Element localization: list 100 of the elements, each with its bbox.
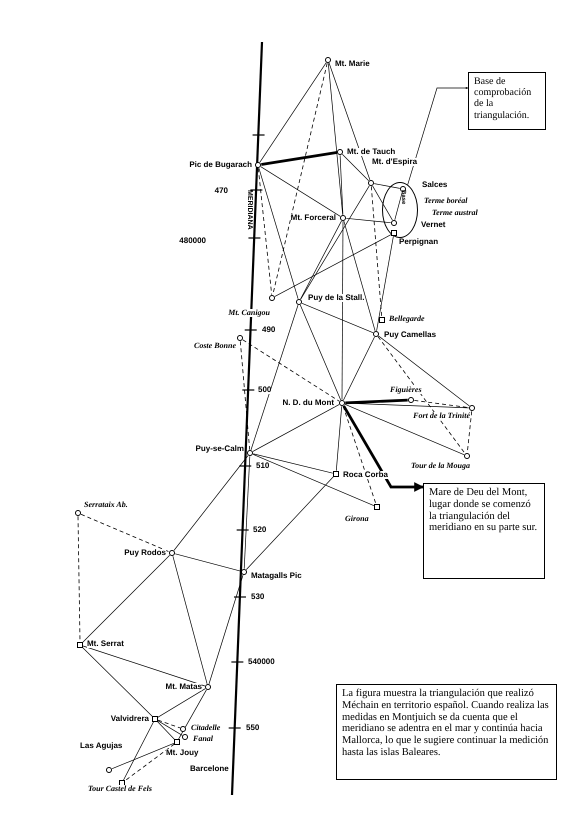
station-marker (368, 180, 374, 186)
station-marker (469, 405, 475, 411)
arrow (342, 405, 424, 492)
triangulation-line (178, 690, 207, 740)
triangulation-line (250, 304, 298, 450)
station-marker (205, 684, 211, 690)
station-marker (391, 230, 397, 236)
triangulation-line (123, 722, 154, 780)
station-label: Coste Bonne (194, 342, 236, 350)
triangulation-line (244, 456, 250, 570)
station-label: Mt. Marie (335, 60, 370, 68)
station-label: Pic de Bugarach (189, 161, 252, 169)
triangulation-line (258, 168, 272, 296)
station-label: Matagalls Pic (251, 572, 302, 580)
arrow (407, 86, 468, 186)
triangulation-line (342, 154, 370, 182)
scale-label: 470 (214, 187, 228, 195)
triangulation-line (300, 304, 342, 400)
station-marker (339, 400, 345, 406)
station-label: Girona (345, 515, 369, 523)
scale-label: 480000 (179, 237, 206, 245)
triangulation-line (124, 744, 175, 782)
station-label: Mt. Serrat (87, 640, 124, 648)
triangulation-line (172, 556, 208, 684)
station-marker (247, 450, 253, 456)
station-label: Mt. Matas (166, 683, 202, 691)
station-marker (333, 471, 339, 477)
station-label: Fanal (193, 735, 214, 743)
station-label: Bellegarde (389, 315, 425, 323)
station-label: Fort de la Trinité (413, 412, 470, 420)
station-label: Tour de la Mouga (410, 462, 470, 470)
station-marker (75, 510, 81, 516)
station-label: Puy de la Stall. (308, 294, 364, 302)
station-marker (337, 149, 343, 155)
station-label: Las Agujas (80, 742, 122, 750)
station-marker (269, 295, 275, 301)
triangulation-line (340, 154, 344, 216)
triangulation-line (344, 402, 470, 408)
triangulation-line (82, 646, 154, 718)
triangulation-line (80, 514, 170, 552)
station-marker (400, 186, 406, 192)
note-box: Base de comprobación de la triangulación. (468, 72, 546, 130)
triangulation-line (328, 62, 370, 180)
station-label: Salces (422, 181, 448, 189)
triangulation-line (274, 234, 392, 297)
triangulation-line (378, 336, 466, 454)
triangulation-line (259, 62, 327, 163)
station-label: Perpignan (399, 238, 438, 246)
triangulation-line (112, 742, 174, 770)
station-marker (255, 162, 261, 168)
triangulation-line (336, 406, 342, 472)
station-marker (340, 215, 346, 221)
scale-label: 530 (251, 593, 264, 601)
station-label: Puy-se-Calm (196, 445, 244, 453)
scale-label: 490 (262, 326, 276, 334)
note-box: Mare de Deu del Mont, lugar donde se comenzó la triangulación del meridiano en su parte sur. (423, 483, 545, 579)
station-marker (174, 739, 180, 745)
station-marker (296, 299, 302, 305)
scale-label: 500 (258, 386, 272, 394)
triangulation-line (345, 398, 408, 404)
station-marker (180, 726, 186, 732)
triangulation-line (300, 185, 370, 300)
triangulation-line (82, 554, 170, 644)
station-marker (182, 734, 188, 740)
triangulation-line (372, 186, 393, 220)
triangulation-line (240, 340, 250, 450)
station-label: Figuières (390, 386, 422, 394)
station-marker (373, 331, 379, 337)
triangulation-line (246, 476, 334, 570)
station-marker (237, 335, 243, 341)
triangulation-line (414, 400, 470, 408)
triangulation-line (242, 339, 340, 402)
scale-label: 520 (253, 526, 266, 534)
triangulation-line (343, 336, 375, 400)
station-marker (464, 453, 470, 459)
station-label: Serrataix Ab. (84, 501, 128, 509)
triangulation-line (344, 404, 464, 456)
triangulation-line (376, 236, 394, 332)
station-label: Mt. de Tauch (347, 148, 396, 156)
note-box: La figura muestra la triangulación que realizó Méchain en territorio español. Cuando realiza las medidas en Montjuich se da cuenta que el meridiano se adentra en el mar y continúa hacia Mallorca, lo que le sugiere continuar la medición hasta las islas Baleares. (336, 684, 557, 780)
triangulation-line (394, 192, 403, 220)
triangulation-line (174, 553, 242, 572)
triangulation-line (82, 646, 206, 686)
station-label: Puy Camellas (384, 331, 436, 339)
scale-label: 540000 (248, 658, 275, 666)
triangulation-line (302, 302, 374, 334)
triangulation-line (346, 218, 392, 224)
triangulation-line (208, 574, 244, 684)
station-marker (374, 504, 380, 510)
station-label: Mt. Canigou (228, 309, 270, 317)
triangulation-line (158, 720, 180, 728)
station-marker (169, 550, 175, 556)
triangulation-line (157, 720, 183, 736)
station-label: N. D. du Mont (282, 399, 334, 407)
station-marker (152, 716, 158, 722)
map-label: Terme boréal (424, 197, 468, 205)
station-marker (77, 642, 83, 648)
station-label: Citadelle (191, 724, 220, 732)
station-label: Mt. d'Espira (372, 158, 418, 166)
station-label: Tour Castel de Fels (88, 785, 152, 793)
